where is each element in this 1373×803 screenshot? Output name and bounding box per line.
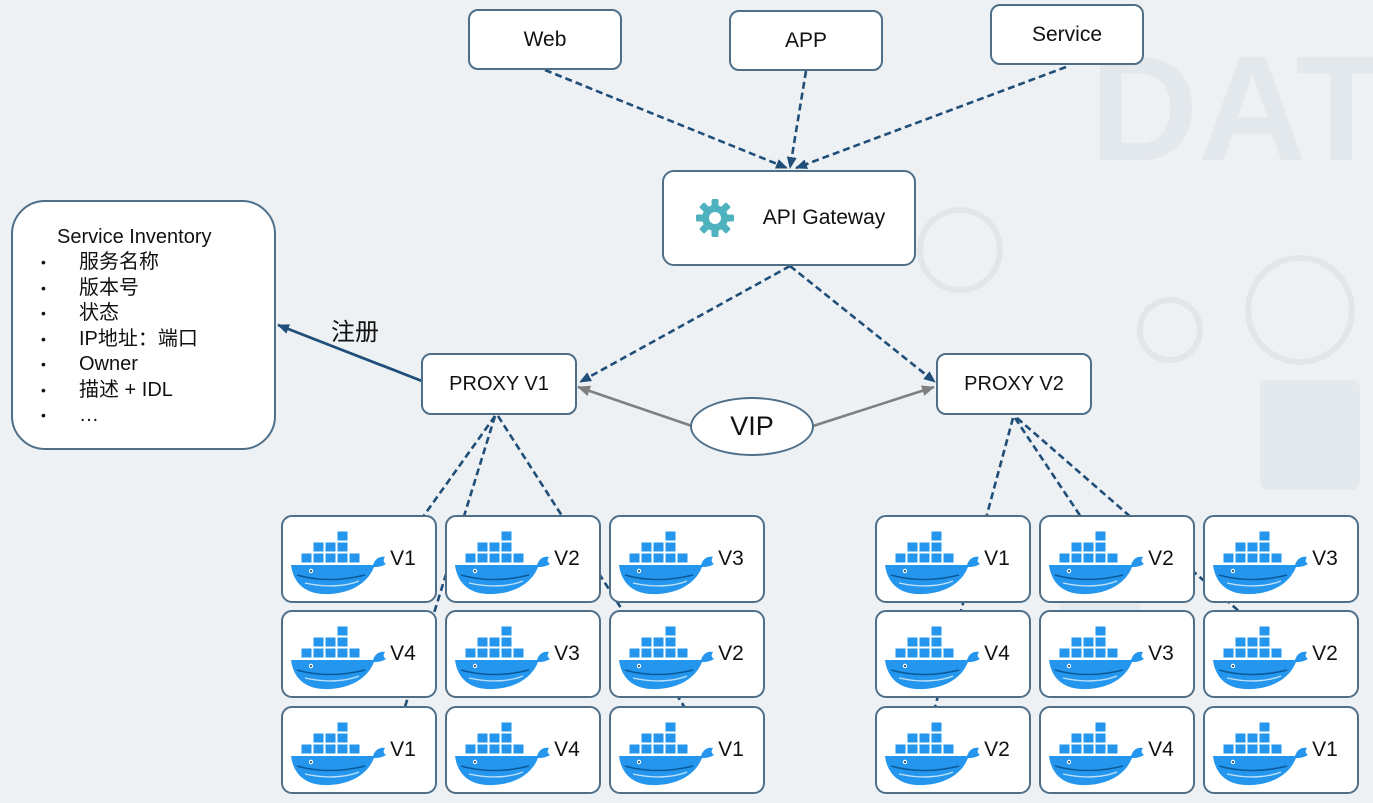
app-client-box[interactable]: APP: [729, 10, 883, 71]
container-version-label: V4: [984, 642, 1010, 665]
container-tile[interactable]: V3: [1039, 610, 1195, 698]
container-tile[interactable]: V4: [281, 610, 437, 698]
proxy-v1-box[interactable]: PROXY V1: [421, 353, 577, 415]
container-version-label: V2: [1148, 547, 1174, 570]
docker-whale-icon: [1049, 722, 1144, 786]
container-version-label: V3: [554, 642, 580, 665]
container-tile[interactable]: V2: [609, 610, 765, 698]
container-tile[interactable]: V4: [445, 706, 601, 794]
proxy-v2-label: PROXY V2: [964, 372, 1064, 395]
container-tile[interactable]: V2: [1203, 610, 1359, 698]
service-inventory-box: Service Inventory •服务名称 •版本号 •状态 •IP地址：端…: [11, 200, 276, 450]
proxy-v2-box[interactable]: PROXY V2: [936, 353, 1092, 415]
inventory-item: •状态: [41, 302, 119, 324]
container-version-label: V3: [1312, 547, 1338, 570]
docker-whale-icon: [885, 626, 980, 690]
docker-whale-icon: [455, 626, 550, 690]
container-version-label: V1: [718, 738, 744, 761]
api-gateway-box[interactable]: API Gateway: [662, 170, 916, 266]
container-version-label: V3: [1148, 642, 1174, 665]
container-version-label: V1: [390, 547, 416, 570]
docker-whale-icon: [455, 531, 550, 595]
container-tile[interactable]: V1: [1203, 706, 1359, 794]
service-inventory-title: Service Inventory: [57, 226, 212, 248]
web-client-box[interactable]: Web: [468, 9, 622, 70]
vip-label: VIP: [730, 411, 774, 441]
container-tile[interactable]: V4: [875, 610, 1031, 698]
docker-whale-icon: [291, 531, 386, 595]
container-version-label: V1: [1312, 738, 1338, 761]
docker-whale-icon: [1213, 531, 1308, 595]
docker-whale-icon: [1213, 626, 1308, 690]
docker-whale-icon: [885, 531, 980, 595]
container-version-label: V2: [984, 738, 1010, 761]
docker-whale-icon: [291, 626, 386, 690]
container-tile[interactable]: V1: [609, 706, 765, 794]
inventory-item: •Owner: [41, 353, 138, 375]
container-tile[interactable]: V2: [1039, 515, 1195, 603]
docker-whale-icon: [455, 722, 550, 786]
container-version-label: V4: [554, 738, 580, 761]
container-tile[interactable]: V4: [1039, 706, 1195, 794]
container-tile[interactable]: V3: [1203, 515, 1359, 603]
service-inventory-list: •服务名称 •版本号 •状态 •IP地址：端口 •Owner •描述 + IDL…: [41, 250, 264, 429]
inventory-item: •IP地址：端口: [41, 327, 198, 350]
container-tile[interactable]: V2: [875, 706, 1031, 794]
docker-whale-icon: [619, 626, 714, 690]
service-client-box[interactable]: Service: [990, 4, 1144, 65]
docker-whale-icon: [1049, 531, 1144, 595]
docker-whale-icon: [619, 722, 714, 786]
docker-whale-icon: [1213, 722, 1308, 786]
container-version-label: V1: [984, 547, 1010, 570]
inventory-item: •服务名称: [41, 251, 159, 273]
api-gateway-label: API Gateway: [762, 206, 886, 229]
service-client-label: Service: [1031, 22, 1103, 46]
docker-whale-icon: [885, 722, 980, 786]
vip-node[interactable]: VIP: [690, 397, 814, 456]
container-tile[interactable]: V3: [609, 515, 765, 603]
inventory-item: •描述 + IDL: [41, 378, 173, 401]
container-version-label: V4: [1148, 738, 1174, 761]
container-version-label: V3: [718, 547, 744, 570]
container-tile[interactable]: V3: [445, 610, 601, 698]
docker-whale-icon: [619, 531, 714, 595]
container-tile[interactable]: V1: [281, 515, 437, 603]
register-label: 注册: [331, 319, 379, 346]
container-version-label: V2: [1312, 642, 1338, 665]
docker-whale-icon: [291, 722, 386, 786]
container-version-label: V4: [390, 642, 416, 665]
container-tile[interactable]: V1: [281, 706, 437, 794]
inventory-item: •版本号: [41, 276, 139, 299]
proxy-v1-label: PROXY V1: [449, 372, 549, 395]
container-version-label: V1: [390, 738, 416, 761]
gear-icon: [695, 199, 734, 237]
container-tile[interactable]: V1: [875, 515, 1031, 603]
container-tile[interactable]: V2: [445, 515, 601, 603]
container-version-label: V2: [718, 642, 744, 665]
inventory-item: •…: [41, 404, 99, 426]
web-client-label: Web: [523, 27, 567, 51]
container-version-label: V2: [554, 547, 580, 570]
docker-whale-icon: [1049, 626, 1144, 690]
app-client-label: APP: [784, 28, 828, 52]
